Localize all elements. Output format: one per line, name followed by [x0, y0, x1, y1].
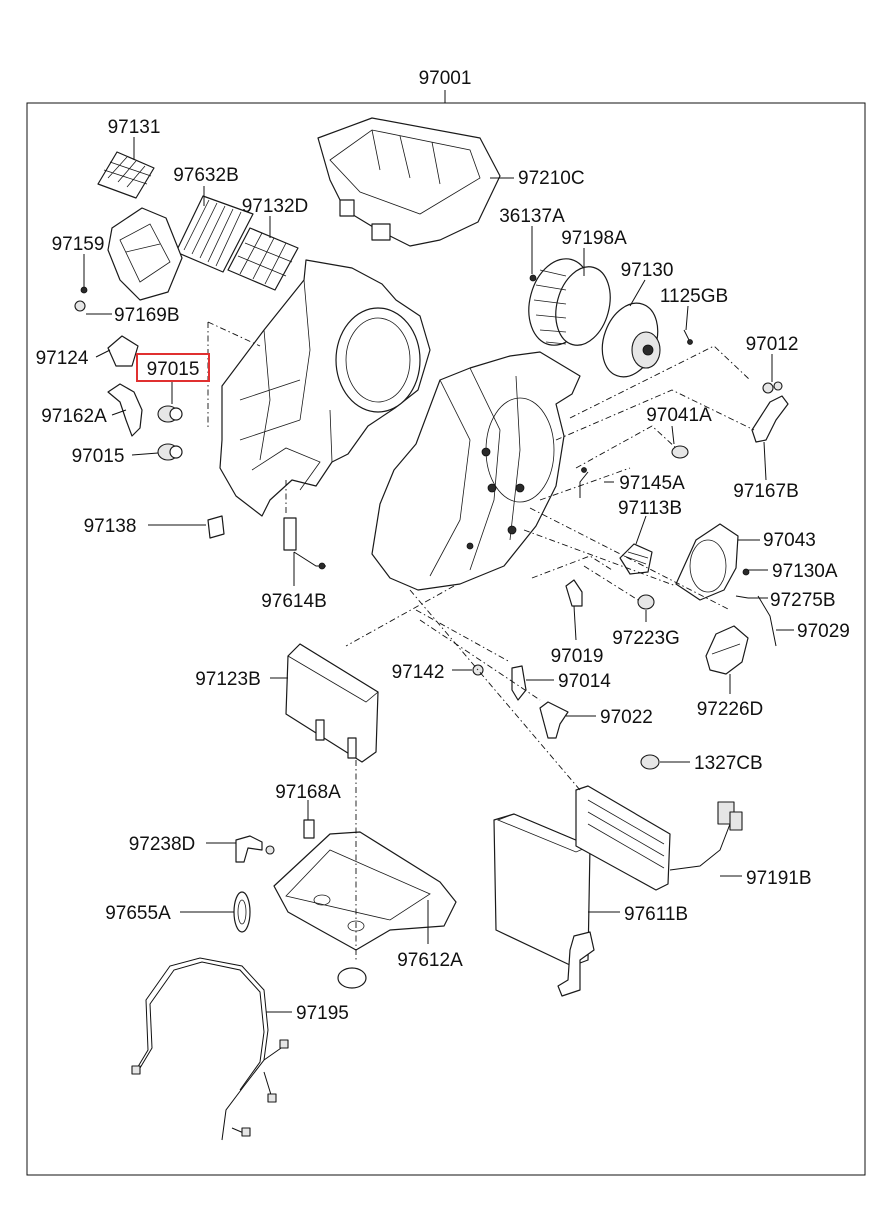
- label-97159[interactable]: 97159: [52, 234, 105, 255]
- label-97191B[interactable]: 97191B: [746, 868, 812, 889]
- clip-97169B-drawing: [74, 300, 86, 312]
- intake-housing-drawing: [107, 207, 183, 301]
- lower-case-97612A-drawing: [273, 831, 457, 989]
- duct-97210C-drawing: [317, 117, 501, 247]
- bushing-97015-lower-drawing: [157, 443, 183, 461]
- clip-97138-drawing: [207, 515, 225, 539]
- label-97238D[interactable]: 97238D: [129, 834, 196, 855]
- label-97132D[interactable]: 97132D: [242, 196, 309, 217]
- label-97655A[interactable]: 97655A: [105, 903, 171, 924]
- screw-97145A-drawing: [581, 467, 587, 473]
- label-97168A[interactable]: 97168A: [275, 782, 341, 803]
- highlight-box-97015: [136, 353, 210, 382]
- actuator-97043-drawing: [675, 523, 739, 601]
- label-97015-lower[interactable]: 97015: [72, 446, 125, 467]
- label-97130[interactable]: 97130: [621, 260, 674, 281]
- label-97223G[interactable]: 97223G: [612, 628, 680, 649]
- hose-97238D-drawing: [235, 835, 275, 863]
- grommet-97655A-drawing: [233, 891, 251, 933]
- label-97123B[interactable]: 97123B: [195, 669, 261, 690]
- actuator-97226D-drawing: [705, 625, 749, 675]
- bushing-97223G-drawing: [637, 594, 655, 610]
- lever-97014-drawing: [511, 665, 527, 701]
- left-housing-drawing: [219, 259, 431, 517]
- leader-lines: [83, 137, 794, 1013]
- label-97029[interactable]: 97029: [797, 621, 850, 642]
- label-97015-highlighted[interactable]: 97015: [147, 359, 200, 380]
- clip-97159-drawing: [80, 264, 88, 294]
- filter-97132D-drawing: [227, 227, 299, 291]
- cabin-filter-97632B-drawing: [175, 195, 254, 273]
- label-97130A[interactable]: 97130A: [772, 561, 838, 582]
- link-97012-drawing: [762, 381, 783, 394]
- label-97043[interactable]: 97043: [763, 530, 816, 551]
- label-97614B[interactable]: 97614B: [261, 591, 327, 612]
- screw-1125GB-drawing: [683, 329, 693, 345]
- label-97611B[interactable]: 97611B: [624, 904, 688, 925]
- label-97138[interactable]: 97138: [84, 516, 137, 537]
- bushing-97015-upper-drawing: [157, 405, 183, 423]
- label-97041A[interactable]: 97041A: [646, 405, 712, 426]
- label-97014[interactable]: 97014: [558, 671, 611, 692]
- resistor-97113B-drawing: [619, 543, 653, 575]
- label-97142[interactable]: 97142: [392, 662, 445, 683]
- label-97198A[interactable]: 97198A: [561, 228, 627, 249]
- assembly-number-label[interactable]: 97001: [419, 68, 472, 89]
- label-97210C[interactable]: 97210C: [518, 168, 585, 189]
- ptc-heater-97191B-drawing: [575, 785, 743, 891]
- label-97145A[interactable]: 97145A: [619, 473, 685, 494]
- label-1327CB[interactable]: 1327CB: [694, 753, 763, 774]
- label-97162A[interactable]: 97162A: [41, 406, 107, 427]
- nut-1327CB-drawing: [640, 754, 660, 770]
- label-97124[interactable]: 97124: [36, 348, 89, 369]
- blower-wheel-97198A-drawing: [528, 258, 611, 346]
- bushing-97041A-drawing: [671, 445, 689, 459]
- rod-97029-drawing: [757, 595, 777, 647]
- label-97169B[interactable]: 97169B: [114, 305, 180, 326]
- assembly-frame: [26, 102, 866, 1176]
- label-97022[interactable]: 97022: [600, 707, 653, 728]
- label-1125GB[interactable]: 1125GB: [660, 286, 728, 307]
- fitting-97168A-drawing: [303, 819, 315, 839]
- label-97113B[interactable]: 97113B: [618, 498, 682, 519]
- reference-lines: [207, 321, 755, 960]
- wiring-harness-97195-drawing: [131, 957, 289, 1141]
- screw-97275B-drawing: [735, 595, 749, 599]
- bracket-97022-drawing: [539, 701, 569, 739]
- label-97012[interactable]: 97012: [746, 334, 799, 355]
- label-97226D[interactable]: 97226D: [697, 699, 764, 720]
- filter-97131-drawing: [97, 151, 155, 199]
- heater-core-97123B-drawing: [285, 643, 379, 763]
- label-97195[interactable]: 97195: [296, 1003, 349, 1024]
- label-97019[interactable]: 97019: [551, 646, 604, 667]
- lever-97019-drawing: [565, 579, 583, 607]
- actuator-97124-drawing: [107, 335, 139, 367]
- label-97275B[interactable]: 97275B: [770, 590, 836, 611]
- right-housing-drawing: [371, 351, 581, 591]
- label-36137A[interactable]: 36137A: [499, 206, 565, 227]
- sensor-97614B-drawing: [283, 517, 326, 570]
- screw-97130A-drawing: [742, 568, 750, 576]
- screw-36137A-drawing: [529, 274, 537, 282]
- evaporator-97611B-drawing: [493, 813, 595, 997]
- label-97632B[interactable]: 97632B: [173, 165, 239, 186]
- label-97167B[interactable]: 97167B: [733, 481, 799, 502]
- lever-97167B-drawing: [751, 395, 789, 443]
- label-97131[interactable]: 97131: [108, 117, 161, 138]
- blower-motor-97130-drawing: [601, 302, 661, 378]
- label-97612A[interactable]: 97612A: [397, 950, 463, 971]
